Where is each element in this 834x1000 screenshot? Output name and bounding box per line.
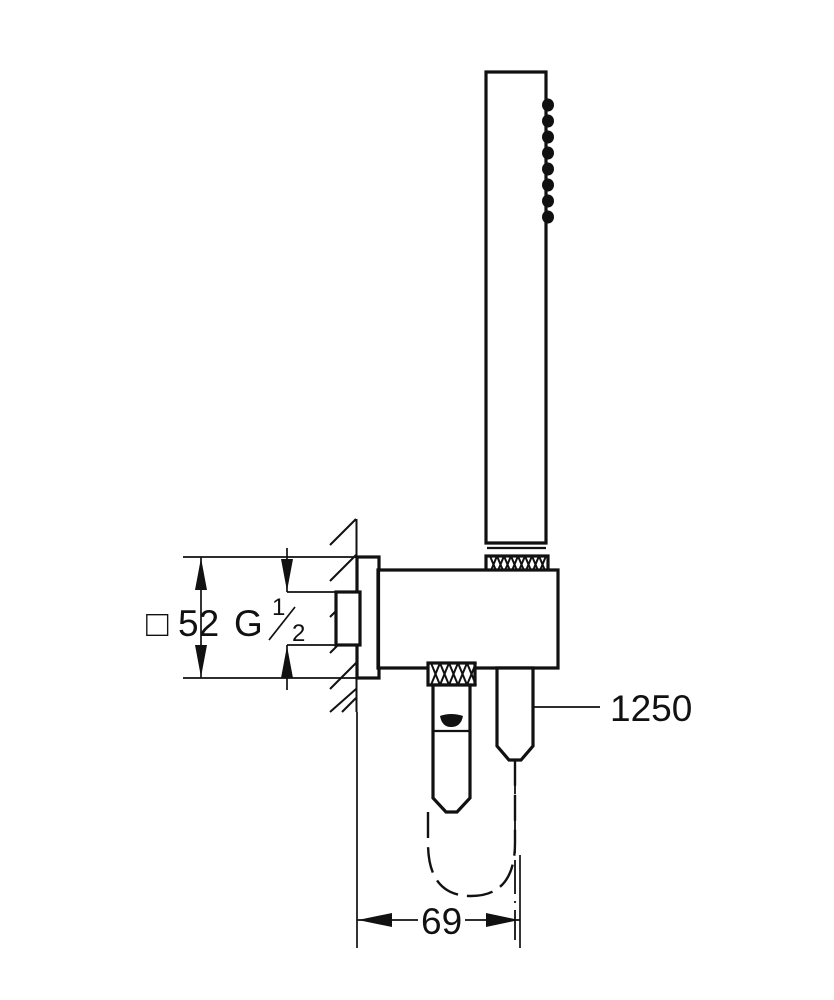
- shower-nozzle-icon: [542, 98, 554, 224]
- projection-value: 69: [421, 901, 462, 942]
- wall-plate-size-value: 52: [178, 603, 219, 644]
- shower-hose-right-stub: [495, 666, 535, 762]
- label-thread-g-half: G 1 2: [234, 594, 305, 647]
- dimension-hose-length: 1250: [533, 688, 692, 729]
- thread-numerator-label: 1: [272, 594, 285, 621]
- hand-shower: [484, 70, 554, 550]
- wall-bracket: [376, 568, 560, 670]
- hose-length-value: 1250: [610, 688, 692, 729]
- label-square-52: □ 52: [146, 603, 219, 644]
- thread-denominator-label: 2: [292, 620, 305, 647]
- thread-prefix-label: G: [234, 603, 263, 644]
- inlet-thread-spigot: [334, 590, 362, 647]
- shower-hose-left-stub: [431, 683, 472, 814]
- dimension-projection-69: 69: [356, 712, 521, 948]
- square-symbol-icon: □: [146, 603, 169, 644]
- dimension-52: [183, 556, 360, 679]
- knurled-collar: [426, 661, 477, 687]
- shower-hose-loop: [426, 760, 517, 898]
- fraction-bar: [268, 606, 296, 641]
